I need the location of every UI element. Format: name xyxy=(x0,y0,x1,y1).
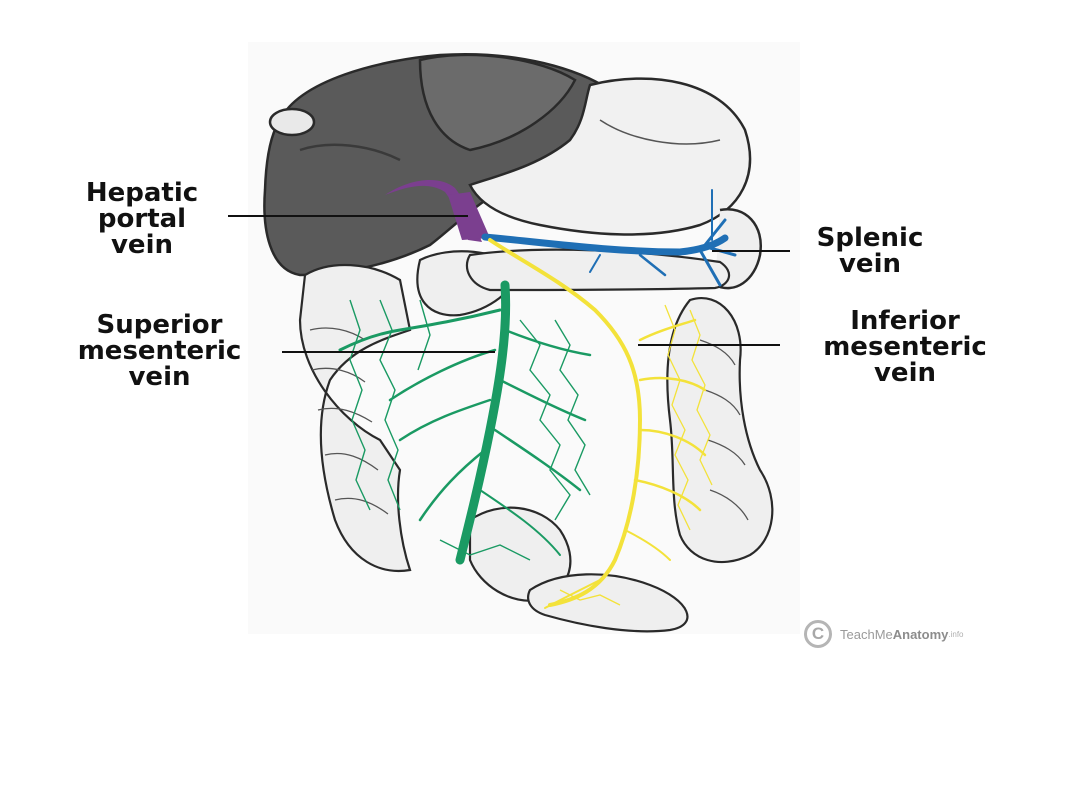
watermark-text-plain: TeachMe xyxy=(840,626,893,642)
watermark-suffix: .info xyxy=(948,629,964,639)
intestines xyxy=(298,248,774,633)
copyright-circle-icon: C xyxy=(804,620,832,648)
liver xyxy=(263,53,612,277)
label-hepatic-portal-vein: Hepatic portal vein xyxy=(85,178,199,260)
watermark-text-bold: Anatomy xyxy=(892,626,949,642)
superior-mesenteric-vein xyxy=(338,280,592,565)
splenic-vein xyxy=(481,189,737,287)
intestine-folds xyxy=(309,327,749,521)
inferior-mesenteric-arcades xyxy=(559,304,713,606)
label-inferior-mesenteric-vein: Inferior mesenteric vein xyxy=(823,306,987,388)
label-splenic-vein: Splenic vein xyxy=(816,223,924,279)
label-superior-mesenteric-vein: Superior mesenteric vein xyxy=(77,310,242,392)
superior-mesenteric-arcades xyxy=(349,299,591,561)
inferior-mesenteric-vein xyxy=(488,238,707,609)
hepatic-portal-vein-trunk xyxy=(448,192,490,240)
